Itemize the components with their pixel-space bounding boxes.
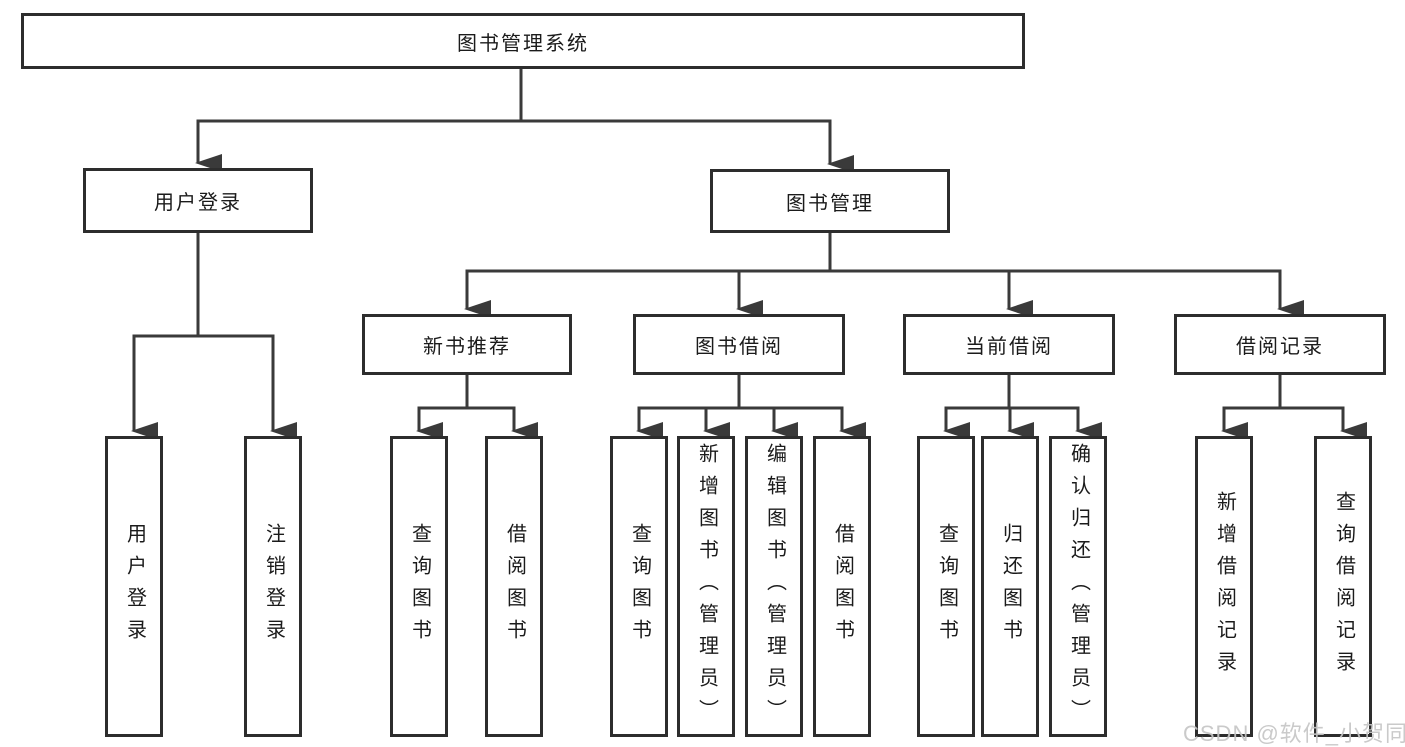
leaf-query-books-current: 查询图书	[917, 436, 975, 737]
leaf-return-books: 归还图书	[981, 436, 1039, 737]
leaf-label: 借阅图书	[831, 522, 854, 651]
leaf-logout: 注销登录	[244, 436, 302, 737]
leaf-label: 查询借阅记录	[1332, 490, 1355, 683]
leaf-label: 归还图书	[999, 522, 1022, 651]
leaf-user-login: 用户登录	[105, 436, 163, 737]
leaf-borrow-books: 借阅图书	[813, 436, 871, 737]
node-new-book-recommend: 新书推荐	[362, 314, 572, 375]
leaf-query-books-borrowing: 查询图书	[610, 436, 668, 737]
node-root-system: 图书管理系统	[21, 13, 1025, 69]
node-current-borrowing: 当前借阅	[903, 314, 1115, 375]
leaf-add-books-admin: 新增图书（管理员）	[677, 436, 735, 737]
node-book-management-module: 图书管理	[710, 169, 950, 233]
leaf-label: 用户登录	[123, 522, 146, 651]
leaf-borrow-books-recommend: 借阅图书	[485, 436, 543, 737]
leaf-label: 新增借阅记录	[1213, 490, 1236, 683]
leaf-label: 查询图书	[935, 522, 958, 651]
csdn-watermark: CSDN @软件_小贺同学	[1183, 721, 1405, 746]
leaf-label: 注销登录	[262, 522, 285, 651]
leaf-confirm-return-admin: 确认归还（管理员）	[1049, 436, 1107, 737]
node-borrowing-records: 借阅记录	[1174, 314, 1386, 375]
node-book-borrowing: 图书借阅	[633, 314, 845, 375]
leaf-label: 确认归还（管理员）	[1067, 442, 1090, 731]
leaf-edit-books-admin: 编辑图书（管理员）	[745, 436, 803, 737]
leaf-label: 新增图书（管理员）	[695, 442, 718, 731]
leaf-label: 编辑图书（管理员）	[763, 442, 786, 731]
leaf-label: 查询图书	[408, 522, 431, 651]
leaf-query-borrow-record: 查询借阅记录	[1314, 436, 1372, 737]
leaf-query-books-recommend: 查询图书	[390, 436, 448, 737]
node-user-login-module: 用户登录	[83, 168, 313, 233]
leaf-add-borrow-record: 新增借阅记录	[1195, 436, 1253, 737]
leaf-label: 借阅图书	[503, 522, 526, 651]
leaf-label: 查询图书	[628, 522, 651, 651]
